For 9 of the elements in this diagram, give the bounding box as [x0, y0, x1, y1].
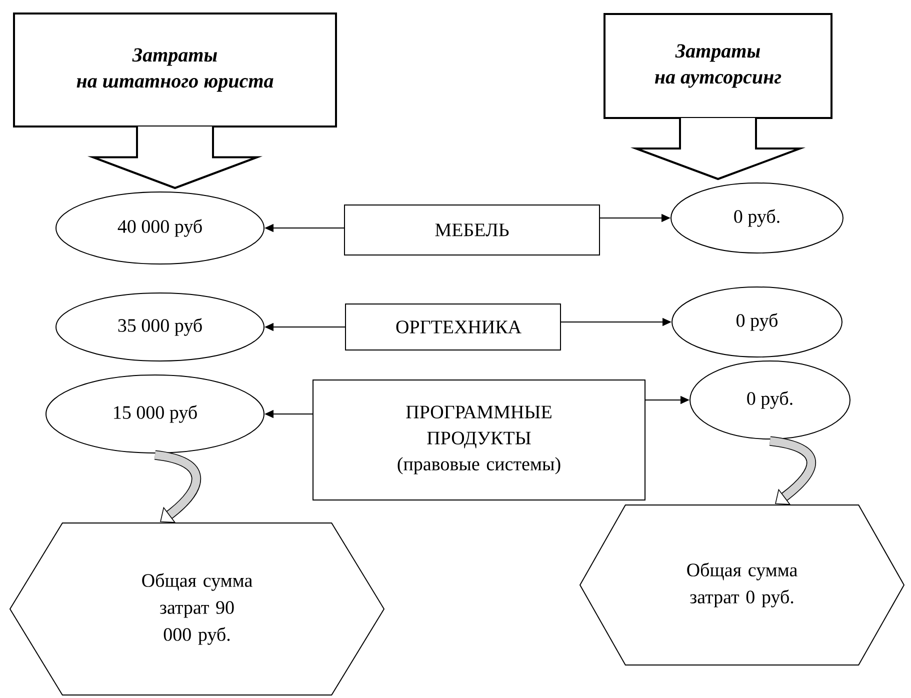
callout-box: Затраты на штатного юриста — [13, 12, 337, 128]
callout-box: Затраты на аутсорсинг — [604, 13, 832, 119]
category-box: МЕБЕЛЬ — [344, 204, 600, 256]
curved-arrow — [769, 436, 816, 505]
category-box: ПРОГРАММНЫЕ ПРОДУКТЫ (правовые системы) — [312, 380, 646, 500]
curved-arrow — [154, 450, 201, 523]
block-arrow — [630, 117, 806, 180]
block-arrow — [87, 126, 263, 190]
category-box: ОРГТЕХНИКА — [345, 304, 561, 350]
